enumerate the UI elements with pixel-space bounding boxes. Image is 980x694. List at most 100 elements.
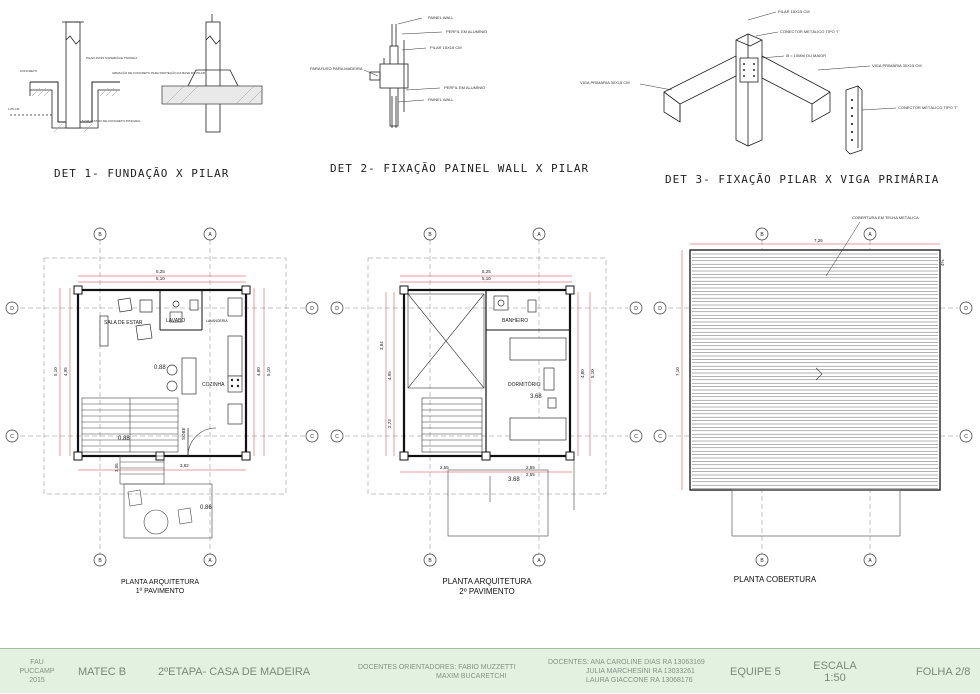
det3-note-pillar: PILAR 15X15 CM [778,9,810,14]
det1-note-concrete: CONCRETO [20,69,38,73]
p3-grid-c-left: C [658,434,662,440]
p3-grid-b-top: B [760,232,764,238]
detail-2-notes: PAINEL WALL PERFIL EM ALUMÍNIO PILAR 15X… [310,15,487,103]
p2-grid-c-left: C [335,434,339,440]
p3-note-roof: COBERTURA EM TELHA METÁLICA [852,215,919,220]
advisor-2: MAXIM BUCARETCHI [436,672,507,680]
p1-dim-left-outer: 5,10 [53,367,58,376]
p2-level-1: 3.68 [530,394,542,400]
p2-dim-bottom-left: 2,55 [440,465,449,470]
det2-title: DET 2- FIXAÇÃO PAINEL WALL X PILAR [330,162,589,175]
scale-value: 1:50 [824,671,846,684]
plan-1: B A B A D D C C SALA DE ESTAR LAVABO LAV… [5,227,319,595]
p3-grid-d-right: D [964,306,968,312]
p1-stair-up: SOBE [181,427,186,440]
detail-1-notes: PILAR 15X15 SUPERFÍCIE TRATADA CONCRETO … [8,56,206,123]
p2-dim-bottom-balcony: 2,55 [526,472,535,477]
p1-room-lavabo: LAVABO [166,318,185,324]
p1-grid-b-bottom: B [98,558,102,564]
p1-level-1: 0.88 [154,365,166,371]
det1-note-lastro: 5 CM LASTRO DE CONCRETO INTEGRAL [82,119,141,123]
p1-grid-d-left: D [10,306,14,312]
det2-note-profile2: PERFIL EM ALUMÍNIO [444,85,485,90]
p3-dim-width: 7,26 [814,238,823,243]
p2-room-bedroom: DORMITÓRIO [508,381,541,388]
det3-title: DET 3- FIXAÇÃO PILAR X VIGA PRIMÁRIA [665,173,939,186]
school-block: FAU PUCCAMP 2015 [19,649,55,694]
detail-1 [10,14,263,133]
p1-room-kitchen: COZINHA [202,382,225,388]
p2-dim-top-inner: 5,10 [482,276,491,281]
p2-dim-right-outer: 5,10 [590,369,595,378]
det3-note-connector: CONECTOR METÁLICO TIPO "I" [780,29,840,34]
school-line-3: 2015 [29,677,45,684]
advisor-1: FABIO MUZZETTI [458,663,516,671]
p3-grid-a-top: A [868,232,872,238]
det2-note-wall: PAINEL WALL [428,15,454,20]
det3-note-beam-left: VIGA PRIMÁRIA 30X15 CM [580,80,630,85]
p1-grid-b-top: B [98,232,102,238]
p2-dim-right-inner: 4,80 [580,369,585,378]
p2-title-line1: PLANTA ARQUITETURA [442,577,532,586]
p2-level-2: 3.68 [508,477,520,483]
p1-dim-right-inner: 4,80 [256,367,261,376]
student-1: ANA CAROLINE DIAS RA 13063169 [590,659,705,666]
drawing-canvas: PILAR 15X15 SUPERFÍCIE TRATADA CONCRETO … [5,9,973,596]
p1-grid-a-top: A [208,232,212,238]
det2-note-wall2: PAINEL WALL [428,97,454,102]
det2-note-screw: PARAFUSO PARA MADEIRA [310,66,363,71]
det2-note-pillar: PILAR 15X15 CM [430,45,462,50]
p2-room-bath: BANHEIRO [502,318,528,324]
p1-title-line2: 1º PAVIMENTO [136,588,185,595]
student-3: LAURA GIACCONE RA 13068176 [586,677,693,684]
p1-grid-c-left: C [10,434,14,440]
det1-title: DET 1- FUNDAÇÃO X PILAR [54,167,229,180]
p2-grid-b-top: B [428,232,432,238]
p2-dim-top-outer: 5,25 [482,269,491,274]
det3-note-connector2: CONECTOR METÁLICO TIPO "I" [898,105,958,110]
det3-note-bolt: Ø = 10MM OU MAIOR [786,53,826,58]
p2-grid-d-right: D [634,306,638,312]
p3-grid-b-bottom: B [760,558,764,564]
stage-block: 2ºETAPA- CASA DE MADEIRA [158,649,310,694]
plan-2: B A B A D D C C BANHEIRO DORMITÓRIO 3.68… [330,227,643,596]
p2-grid-c-right: C [634,434,638,440]
course-name: MATEC B [78,665,127,678]
team-name: EQUIPE 5 [730,665,781,678]
p1-dim-left-inner: 4,95 [63,367,68,376]
detail-2 [369,24,409,128]
students-label: DOCENTES: [548,659,589,666]
advisors-label: DOCENTES ORIENTADORES: [358,663,457,671]
det1-note-armature: ARMAÇÃO DE CONCRETO PARA PROTEÇÃO DA BAS… [112,70,206,75]
p1-dim-right-outer: 5,10 [266,367,271,376]
course-block: MATEC B [78,649,126,694]
p1-grid-d-right: D [310,306,314,312]
p1-level-2: 0.88 [118,436,130,442]
detail-3 [663,33,863,155]
det1-note-pillar: PILAR 15X15 SUPERFÍCIE TRATADA [86,56,137,60]
title-block: FAU PUCCAMP 2015 MATEC B 2ºETAPA- CASA D… [0,648,980,693]
p1-dim-top-outer: 5,25 [156,269,165,274]
plan-3: B A B A D D C C COBERTURA EM TELHA METÁL… [653,215,973,584]
p2-grid-b-bottom: B [428,558,432,564]
p2-grid-d-left: D [335,306,339,312]
scale-block: ESCALA 1:50 [812,649,858,694]
p2-title-line2: 2º PAVIMENTO [459,587,514,596]
stage-name: 2ºETAPA- CASA DE MADEIRA [158,665,311,678]
p1-grid-a-bottom: A [208,558,212,564]
p3-grid-c-right: C [964,434,968,440]
p3-dim-height: 7,10 [675,367,680,376]
detail-3-notes: PILAR 15X15 CM CONECTOR METÁLICO TIPO "I… [580,9,958,111]
school-line-1: FAU [30,659,44,666]
school-line-2: PUCCAMP [19,668,55,675]
p1-room-living: SALA DE ESTAR [104,320,143,326]
students-block: DOCENTES: ANA CAROLINE DIAS RA 13063169 … [548,649,705,694]
team-block: EQUIPE 5 [730,649,781,694]
scale-label: ESCALA [813,659,857,672]
p3-grid-d-left: D [658,306,662,312]
sheet-number: FOLHA 2/8 [916,665,971,678]
p2-dim-left-void: 3,84 [379,341,384,350]
p1-dim-top-inner: 5,10 [156,276,165,281]
p1-level-3: 0.86 [200,505,212,511]
